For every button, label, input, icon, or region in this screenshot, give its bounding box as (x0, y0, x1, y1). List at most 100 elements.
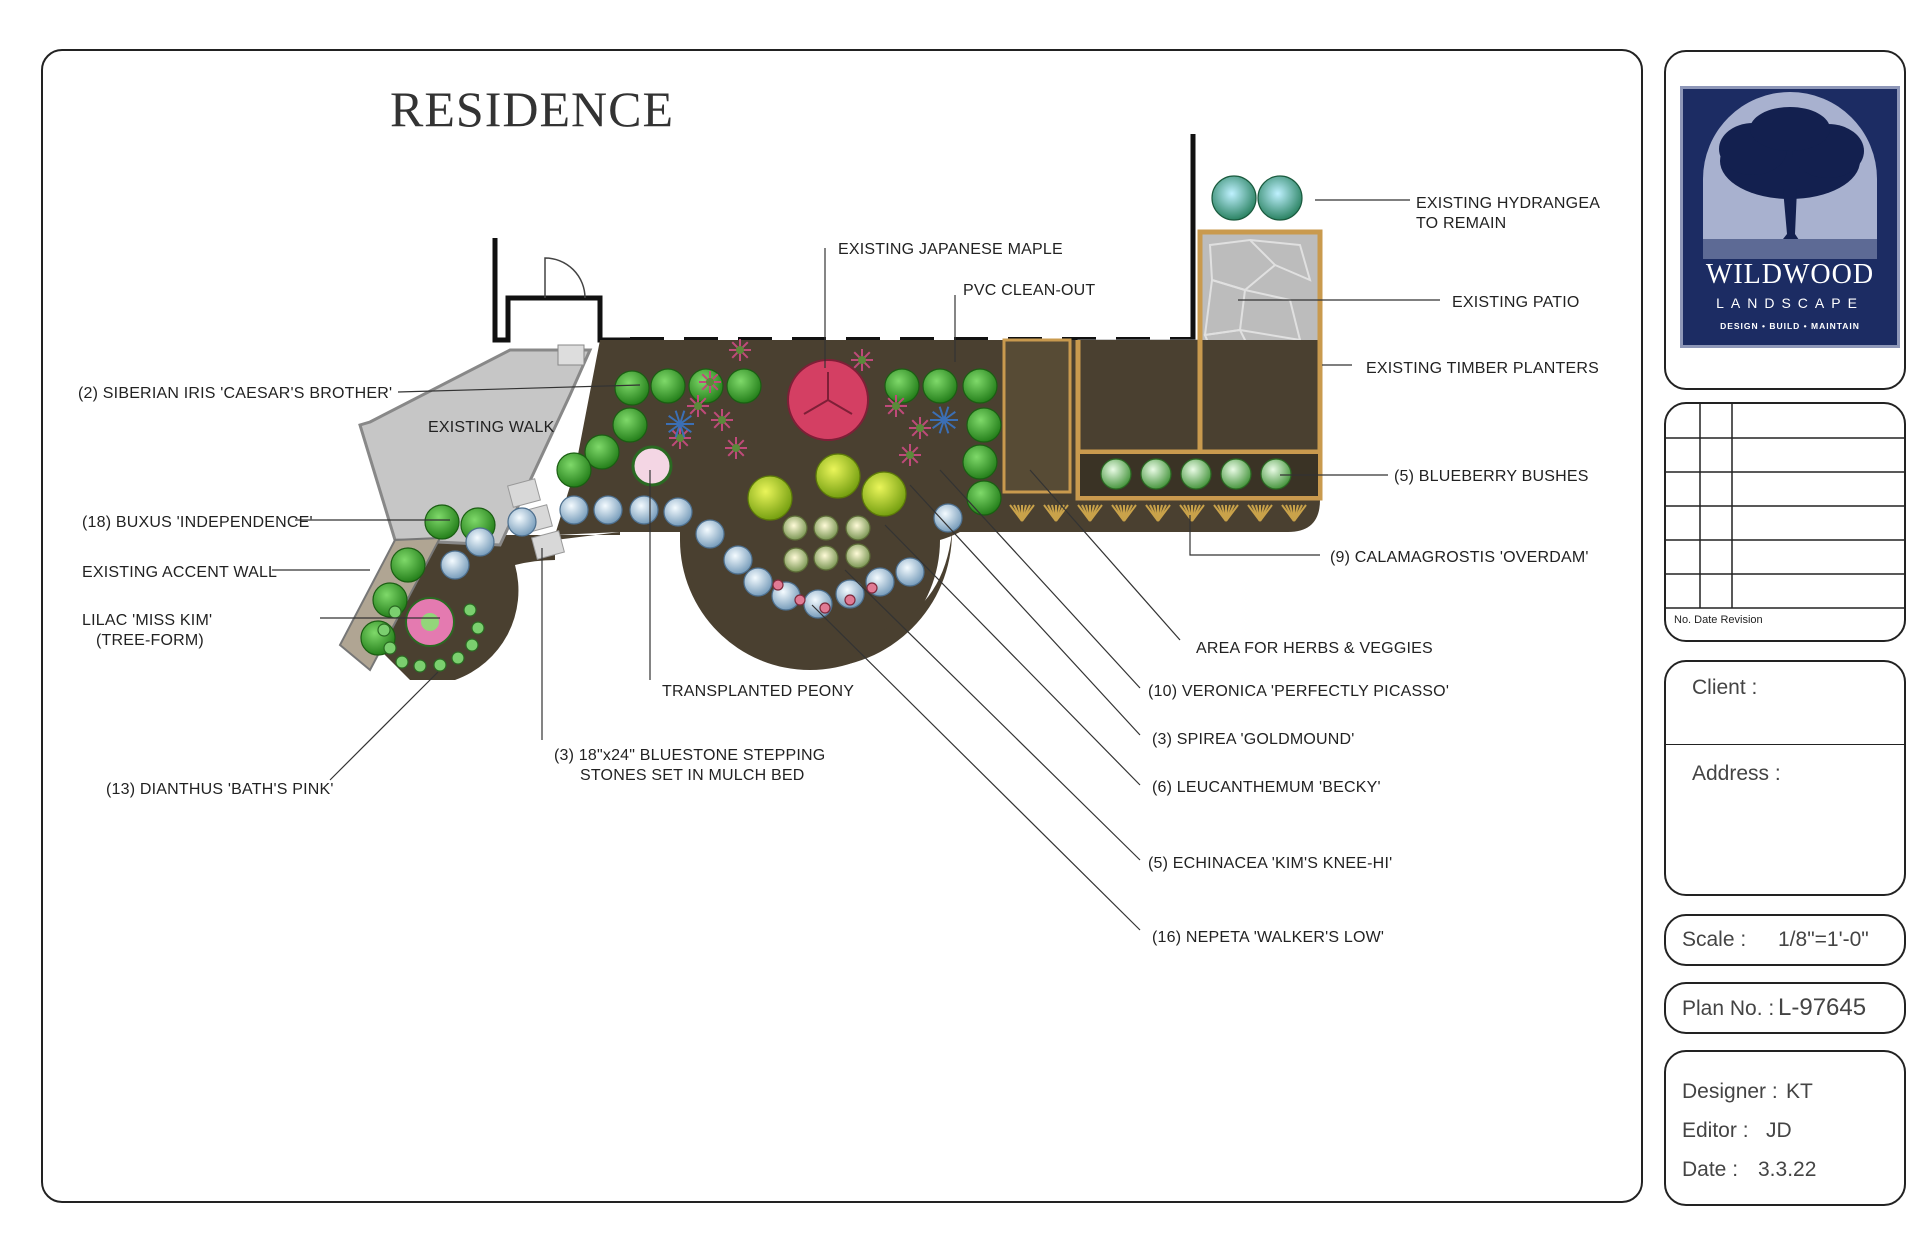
iris-leaf (679, 423, 686, 438)
nepeta-plant (629, 495, 659, 525)
leucanthemum-plant (813, 515, 839, 541)
label-leucanthemum: (6) LEUCANTHEMUM 'BECKY' (1152, 779, 1381, 796)
calamagrostis-blade (1191, 504, 1205, 522)
calamagrostis-blade (1021, 504, 1035, 522)
calamagrostis-blade (1259, 504, 1273, 522)
label-stepping-stones-2: STONES SET IN MULCH BED (580, 767, 805, 784)
calamagrostis-blade (1123, 504, 1137, 522)
scale-box: Scale : 1/8"=1'-0" (1664, 914, 1906, 966)
designer-value: KT (1786, 1080, 1813, 1103)
label-lilac: LILAC 'MISS KIM' (82, 612, 212, 629)
echinacea-plant (819, 602, 831, 614)
logo-tagline: DESIGN • BUILD • MAINTAIN (1720, 321, 1860, 331)
calamagrostis-blade (1157, 504, 1171, 522)
buxus-shrub (584, 434, 620, 470)
iris-leaf (668, 423, 681, 434)
calamagrostis-blade (1055, 504, 1069, 522)
buxus-shrub (614, 370, 650, 406)
client-box: Client : Address : (1664, 660, 1906, 896)
label-dianthus: (13) DIANTHUS 'BATH'S PINK' (106, 781, 334, 798)
scale-value: 1/8"=1'-0" (1778, 928, 1869, 951)
leader-lines (272, 199, 1440, 931)
revision-caption: No. Date Revision (1674, 614, 1763, 626)
label-echinacea: (5) ECHINACEA 'KIM'S KNEE-HI' (1148, 855, 1392, 872)
nepeta-plant (695, 519, 725, 549)
existing-walk (358, 348, 593, 547)
plan-no-label: Plan No. : (1682, 997, 1775, 1020)
blueberry-bush (1220, 458, 1252, 490)
nepeta-plant (465, 527, 495, 557)
door-swing (544, 257, 586, 299)
hydrangea-shrub (1257, 175, 1303, 221)
nepeta-plant (723, 545, 753, 575)
herbs-bed (1002, 338, 1072, 494)
buxus-shrub (556, 452, 592, 488)
revision-box: No. Date Revision (1664, 402, 1906, 642)
veronica-center (892, 402, 900, 410)
tree-icon (1683, 89, 1897, 259)
iris-leaf (674, 410, 681, 425)
plan-labels: EXISTING JAPANESE MAPLE PVC CLEAN-OUT EX… (78, 195, 1600, 946)
iris-leaf (938, 406, 945, 421)
leucanthemum-plant (782, 515, 808, 541)
date-label: Date : (1682, 1158, 1739, 1181)
dianthus-plant (471, 621, 485, 635)
buxus-shrub (390, 547, 426, 583)
designer-label: Designer : (1682, 1080, 1778, 1103)
dianthus-plant (463, 603, 477, 617)
hydrangea-shrub (1211, 175, 1257, 221)
buxus-shrub (966, 407, 1002, 443)
editor-label: Editor : (1682, 1119, 1749, 1142)
nepeta-plant (835, 579, 865, 609)
echinacea-plant (844, 594, 856, 606)
veronica-center (706, 378, 714, 386)
dianthus-plant (383, 641, 397, 655)
spirea-shrub (747, 475, 793, 521)
iris-leaf (943, 410, 956, 421)
label-blueberry: (5) BLUEBERRY BUSHES (1394, 468, 1589, 485)
label-existing-walk: EXISTING WALK (428, 419, 555, 436)
echinacea-plant (866, 582, 878, 594)
address-label: Address : (1692, 762, 1781, 785)
leucanthemum-plant (845, 515, 871, 541)
dianthus-plant (377, 623, 391, 637)
mulch-bed-curve (680, 532, 952, 668)
credits-box: Designer : KT Editor : JD Date : 3.3.22 (1664, 1050, 1906, 1206)
dianthus-plant (433, 658, 447, 672)
dianthus-plant (465, 638, 479, 652)
nepeta-plant (559, 495, 589, 525)
label-japanese-maple: EXISTING JAPANESE MAPLE (838, 241, 1063, 258)
blueberry-bush (1260, 458, 1292, 490)
revision-grid (1666, 404, 1904, 609)
label-lilac-2: (TREE-FORM) (96, 632, 204, 649)
buxus-shrub (424, 504, 460, 540)
client-label: Client : (1692, 676, 1758, 699)
nepeta-plant (933, 503, 963, 533)
veronica-center (732, 444, 740, 452)
label-timber-planters: EXISTING TIMBER PLANTERS (1366, 360, 1599, 377)
maple-branches (803, 372, 853, 415)
label-stepping-stones: (3) 18"x24" BLUESTONE STEPPING (554, 747, 825, 764)
buxus-shrub (612, 407, 648, 443)
iris-leaf (943, 406, 950, 421)
veronica-center (906, 451, 914, 459)
label-calamagrostis: (9) CALAMAGROSTIS 'OVERDAM' (1330, 549, 1589, 566)
veronica-center (736, 346, 744, 354)
iris-leaf (668, 414, 681, 425)
logo-brand: WILDWOOD (1705, 259, 1875, 290)
plan-title: RESIDENCE (390, 81, 674, 137)
date-value: 3.3.22 (1758, 1158, 1817, 1181)
blueberry-bush (1140, 458, 1172, 490)
buxus-shrub (962, 368, 998, 404)
dianthus-plant (395, 655, 409, 669)
iris-leaf (679, 410, 686, 425)
label-nepeta: (16) NEPETA 'WALKER'S LOW' (1152, 929, 1384, 946)
blueberry-bush (1180, 458, 1212, 490)
leucanthemum-plant (783, 547, 809, 573)
echinacea-plant (794, 594, 806, 606)
spirea-shrub (815, 453, 861, 499)
leucanthemum-plant (845, 543, 871, 569)
nepeta-plant (895, 557, 925, 587)
nepeta-plant (440, 550, 470, 580)
